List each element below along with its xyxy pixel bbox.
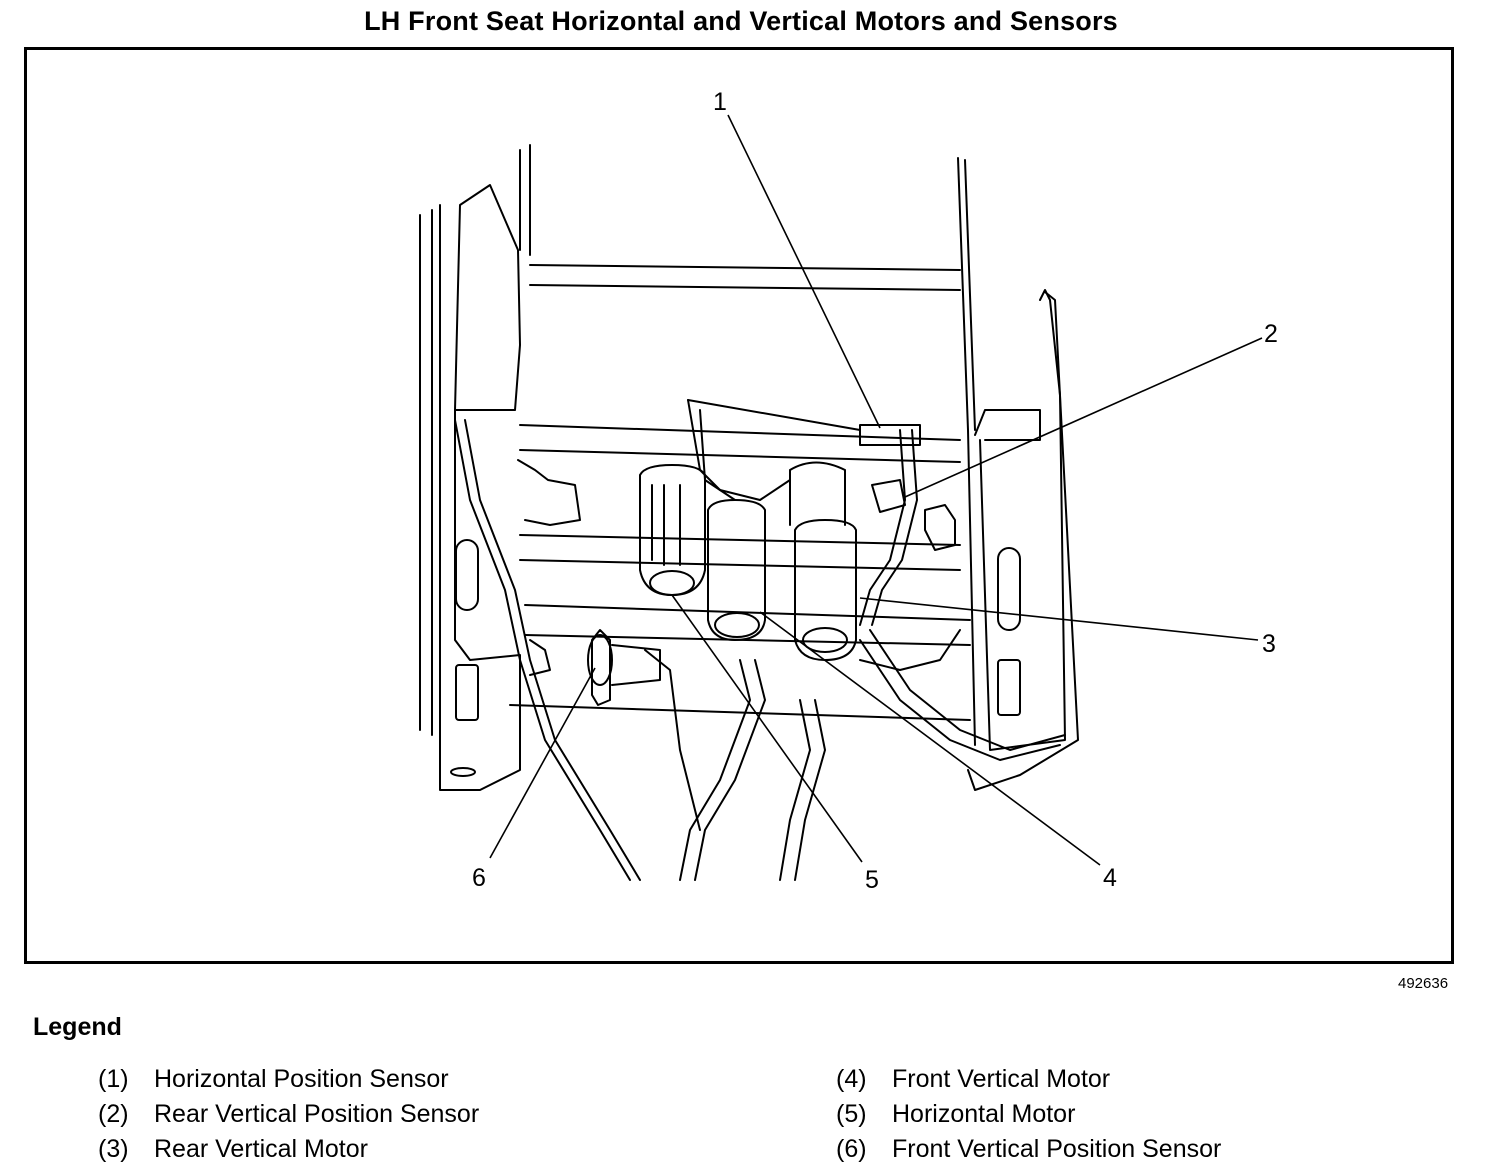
left-seat-track <box>419 204 441 741</box>
callout-2: 2 <box>1264 320 1278 348</box>
diagram-title: LH Front Seat Horizontal and Vertical Mo… <box>364 6 1118 36</box>
front-crossbar <box>509 604 971 721</box>
diagram-frame <box>24 47 1454 964</box>
legend-item: (1) Horizontal Position Sensor <box>98 1065 449 1094</box>
leader-line-5 <box>671 594 863 863</box>
legend-label: Front Vertical Position Sensor <box>892 1135 1222 1163</box>
callout-3: 3 <box>1262 630 1276 658</box>
legend-item: (4) Front Vertical Motor <box>836 1065 1110 1094</box>
legend-label: Horizontal Position Sensor <box>154 1065 449 1093</box>
leader-line-4 <box>759 611 1101 866</box>
legend-label: Rear Vertical Motor <box>154 1135 368 1163</box>
legend-number: (2) <box>98 1100 129 1128</box>
horizontal-position-sensor <box>859 424 921 446</box>
legend-item: (6) Front Vertical Position Sensor <box>836 1135 1221 1164</box>
rear-vertical-position-sensor <box>871 479 906 513</box>
legend-item: (2) Rear Vertical Position Sensor <box>98 1100 479 1129</box>
legend-number: (3) <box>98 1135 129 1163</box>
legend-item: (3) Rear Vertical Motor <box>98 1135 368 1164</box>
rear-vertical-motor <box>789 461 857 661</box>
figure-id: 492636 <box>1398 975 1449 992</box>
legend-label: Front Vertical Motor <box>892 1065 1111 1093</box>
callout-5: 5 <box>865 866 879 894</box>
callout-6: 6 <box>472 864 486 892</box>
legend-number: (5) <box>836 1100 867 1128</box>
leader-line-2 <box>904 337 1263 498</box>
legend-label: Horizontal Motor <box>892 1100 1076 1128</box>
legend-number: (1) <box>98 1065 129 1093</box>
leader-line-1 <box>727 114 881 429</box>
right-seat-track <box>957 157 976 746</box>
front-vertical-motor <box>707 499 766 641</box>
legend-number: (4) <box>836 1065 867 1093</box>
rear-crossbar <box>529 264 961 291</box>
legend-item: (5) Horizontal Motor <box>836 1100 1075 1129</box>
legend-heading: Legend <box>33 1013 122 1041</box>
leader-line-3 <box>859 597 1259 641</box>
legend-number: (6) <box>836 1135 867 1163</box>
middle-crossbar <box>519 424 961 463</box>
leader-line-6 <box>489 667 596 859</box>
callout-4: 4 <box>1103 864 1117 892</box>
left-seat-side-panel <box>454 184 521 411</box>
front-vertical-position-sensor <box>591 629 611 706</box>
horizontal-motor <box>639 464 706 596</box>
callout-1: 1 <box>713 88 727 116</box>
legend-label: Rear Vertical Position Sensor <box>154 1100 480 1128</box>
